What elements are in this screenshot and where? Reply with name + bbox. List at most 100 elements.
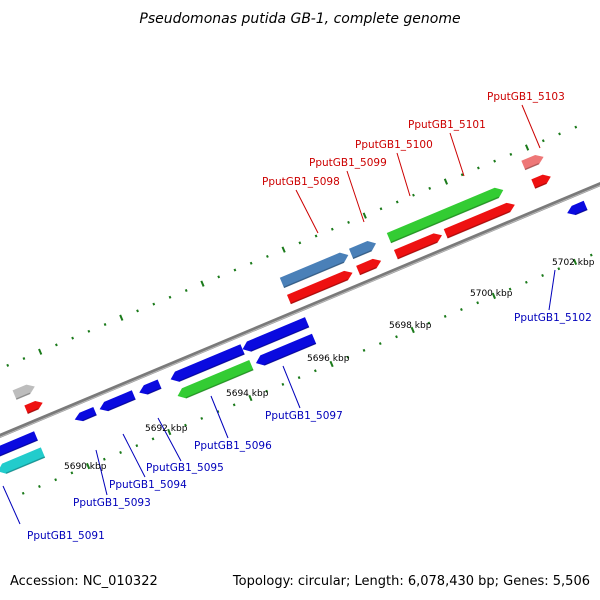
feature-5103-outer bbox=[521, 154, 544, 171]
leader-line bbox=[396, 152, 411, 197]
gene-label-5101[interactable]: PputGB1_5101 bbox=[408, 119, 486, 131]
leader-line bbox=[295, 189, 319, 234]
gene-label-5094[interactable]: PputGB1_5094 bbox=[109, 479, 187, 491]
tick-mark bbox=[184, 423, 187, 427]
tick-label-5700: 5700 kbp bbox=[470, 289, 513, 299]
tick-mark bbox=[476, 301, 480, 305]
leader-line bbox=[210, 395, 229, 439]
feature-5099-shadow bbox=[359, 266, 377, 276]
feature-left-red-shadow bbox=[27, 408, 39, 415]
gene-label-5100[interactable]: PputGB1_5100 bbox=[355, 139, 433, 151]
gene-label-5098[interactable]: PputGB1_5098 bbox=[262, 176, 340, 188]
tick-mark bbox=[428, 186, 432, 190]
leader-line bbox=[2, 485, 21, 525]
feature-5099 bbox=[356, 258, 382, 276]
tick-mark bbox=[443, 314, 447, 318]
tick-mark bbox=[6, 363, 10, 367]
tick-mark bbox=[443, 178, 449, 185]
tick-mark bbox=[22, 357, 26, 361]
leader-line bbox=[449, 132, 465, 177]
feature-5091-outer-body bbox=[0, 447, 46, 474]
tick-mark bbox=[119, 314, 124, 321]
tick-mark bbox=[151, 437, 155, 441]
tick-mark bbox=[119, 450, 122, 454]
feature-5093-shadow bbox=[82, 414, 97, 422]
genome-stats-text: Topology: circular; Length: 6,078,430 bp… bbox=[232, 574, 590, 589]
tick-mark bbox=[152, 302, 156, 306]
gene-label-5093[interactable]: PputGB1_5093 bbox=[73, 497, 151, 509]
tick-mark bbox=[491, 292, 496, 300]
feature-5100-body bbox=[393, 233, 442, 260]
tick-mark bbox=[71, 336, 75, 340]
tick-mark bbox=[574, 125, 578, 129]
tick-mark bbox=[167, 428, 172, 436]
gene-label-5095[interactable]: PputGB1_5095 bbox=[146, 462, 224, 474]
tick-mark bbox=[135, 444, 139, 448]
tick-mark bbox=[232, 403, 236, 407]
leader-line bbox=[282, 365, 301, 409]
tick-mark bbox=[557, 267, 561, 271]
gene-label-5091[interactable]: PputGB1_5091 bbox=[27, 530, 105, 542]
feature-5100 bbox=[393, 233, 442, 260]
gene-label-5099[interactable]: PputGB1_5099 bbox=[309, 157, 387, 169]
tick-mark bbox=[168, 295, 172, 299]
gene-label-5097[interactable]: PputGB1_5097 bbox=[265, 410, 343, 422]
leader-line bbox=[548, 269, 556, 311]
feature-5093 bbox=[74, 406, 97, 422]
tick-mark bbox=[86, 462, 91, 470]
tick-marks bbox=[6, 125, 593, 495]
tick-mark bbox=[541, 139, 545, 143]
tick-mark bbox=[265, 389, 269, 393]
tick-mark bbox=[509, 152, 513, 156]
tick-mark bbox=[558, 132, 561, 136]
tick-mark bbox=[572, 258, 578, 266]
leader-line bbox=[122, 433, 146, 478]
leader-line bbox=[521, 104, 541, 149]
tick-label-5692: 5692 kbp bbox=[145, 424, 188, 434]
leader-line bbox=[157, 417, 182, 462]
feature-5098-body bbox=[286, 270, 353, 305]
genome-backbone bbox=[0, 182, 600, 438]
feature-5097 bbox=[242, 317, 310, 352]
feature-left-gray-shadow bbox=[15, 392, 31, 400]
backbone-line bbox=[0, 182, 600, 438]
tick-mark bbox=[216, 410, 220, 414]
tick-mark bbox=[508, 287, 512, 291]
tick-mark bbox=[55, 343, 58, 347]
label-leaders bbox=[2, 104, 556, 525]
tick-mark bbox=[427, 321, 431, 325]
feature-5097-outer-shadow bbox=[264, 342, 317, 366]
feature-left-gray-body bbox=[12, 384, 35, 400]
feature-5091 bbox=[0, 431, 39, 457]
gene-label-5096[interactable]: PputGB1_5096 bbox=[194, 440, 272, 452]
feature-5100-outer bbox=[386, 187, 504, 244]
feature-5098-outer-shadow bbox=[283, 261, 345, 289]
tick-mark bbox=[589, 253, 593, 257]
feature-5096-inner-body bbox=[170, 344, 245, 382]
tick-mark bbox=[378, 342, 382, 346]
tick-label-5698: 5698 kbp bbox=[389, 321, 432, 331]
feature-5103-outer-body bbox=[521, 154, 544, 171]
tick-mark bbox=[477, 166, 480, 170]
feature-5099-body bbox=[356, 258, 382, 276]
tick-mark bbox=[524, 280, 528, 284]
feature-5097-outer-body bbox=[255, 333, 317, 366]
feature-5102-body bbox=[567, 200, 588, 216]
gene-features bbox=[0, 154, 588, 475]
tick-mark bbox=[200, 416, 204, 420]
gene-label-5102[interactable]: PputGB1_5102 bbox=[514, 312, 592, 324]
tick-mark bbox=[233, 268, 237, 272]
gene-label-5103[interactable]: PputGB1_5103 bbox=[487, 91, 565, 103]
feature-5101 bbox=[443, 202, 515, 239]
tick-label-5702: 5702 kbp bbox=[552, 258, 595, 268]
tick-mark bbox=[38, 348, 43, 355]
tick-mark bbox=[266, 254, 269, 258]
feature-left-red bbox=[24, 401, 43, 415]
feature-5099-outer-body bbox=[348, 241, 377, 259]
feature-5100-outer-shadow bbox=[390, 196, 500, 244]
tick-mark bbox=[395, 200, 399, 204]
tick-label-5690: 5690 kbp bbox=[64, 462, 107, 472]
tick-mark bbox=[525, 144, 530, 151]
tick-mark bbox=[346, 355, 350, 359]
tick-mark bbox=[281, 246, 286, 253]
